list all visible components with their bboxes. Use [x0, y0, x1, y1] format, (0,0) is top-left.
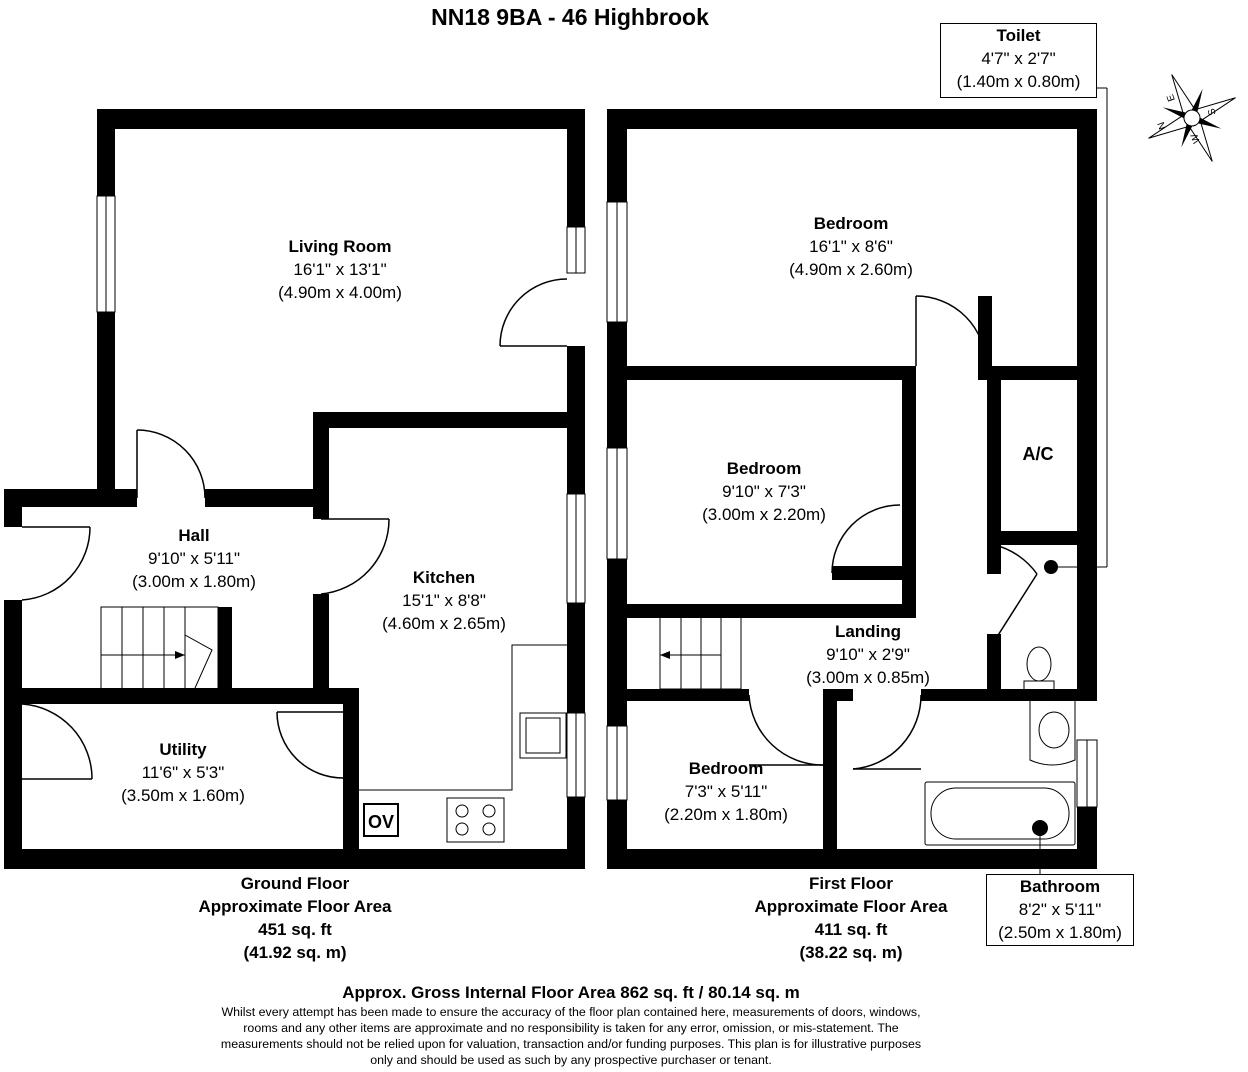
ground-floor-walls: [4, 109, 585, 869]
bedroom-1-dim-metric: (4.90m x 2.60m): [789, 260, 913, 279]
first-floor-title: First Floor: [808, 874, 894, 893]
toilet-callout: Toilet 4'7" x 2'7" (1.40m x 0.80m): [940, 23, 1097, 98]
kitchen-fittings: [359, 644, 567, 843]
landing-dim-metric: (3.00m x 0.85m): [806, 668, 930, 687]
landing-dim-imperial: 9'10" x 2'9": [826, 645, 910, 664]
bedroom-2-label: Bedroom 9'10" x 7'3" (3.00m x 2.20m): [664, 457, 864, 526]
hall-name: Hall: [178, 526, 210, 545]
ground-floor-subtitle: Approximate Floor Area: [198, 897, 392, 916]
bathroom-dim-imperial: 8'2" x 5'11": [1018, 900, 1102, 919]
living-room-dim-imperial: 16'1" x 13'1": [293, 260, 387, 279]
living-room-label: Living Room 16'1" x 13'1" (4.90m x 4.00m…: [240, 235, 440, 304]
compass-rose: [1148, 74, 1236, 162]
ground-floor-area: Ground Floor Approximate Floor Area 451 …: [145, 872, 445, 964]
kitchen-label: Kitchen 15'1" x 8'8" (4.60m x 2.65m): [344, 566, 544, 635]
bedroom-1-name: Bedroom: [813, 214, 889, 233]
disclaimer: Whilst every attempt has been made to en…: [0, 1004, 1142, 1068]
stairs: [100, 606, 742, 690]
bathroom-dim-metric: (2.50m x 1.80m): [998, 923, 1122, 942]
bedroom-1-dim-imperial: 16'1" x 8'6": [809, 237, 893, 256]
first-floor-area: First Floor Approximate Floor Area 411 s…: [701, 872, 1001, 964]
bedroom-2-dim-imperial: 9'10" x 7'3": [722, 482, 806, 501]
kitchen-dim-metric: (4.60m x 2.65m): [382, 614, 506, 633]
utility-dim-metric: (3.50m x 1.60m): [121, 786, 245, 805]
bedroom-3-dim-metric: (2.20m x 1.80m): [664, 805, 788, 824]
bedroom-2-name: Bedroom: [726, 459, 802, 478]
hall-dim-metric: (3.00m x 1.80m): [132, 572, 256, 591]
oven-label: OV: [363, 803, 399, 837]
bedroom-1-label: Bedroom 16'1" x 8'6" (4.90m x 2.60m): [751, 212, 951, 281]
utility-name: Utility: [159, 740, 207, 759]
bathroom-callout: Bathroom 8'2" x 5'11" (2.50m x 1.80m): [986, 874, 1134, 946]
gross-internal-area: Approx. Gross Internal Floor Area 862 sq…: [342, 983, 800, 1002]
stair-arrows: [175, 651, 670, 659]
bathroom-name: Bathroom: [1019, 877, 1101, 896]
disclaimer-line: measurements should not be relied upon f…: [220, 1037, 922, 1051]
callout-lines: [1039, 87, 1108, 874]
ground-floor-title: Ground Floor: [240, 874, 350, 893]
kitchen-dim-imperial: 15'1" x 8'8": [402, 591, 486, 610]
toilet-dim-imperial: 4'7" x 2'7": [981, 49, 1056, 68]
ground-floor-sqft: 451 sq. ft: [258, 920, 332, 939]
toilet-dim-metric: (1.40m x 0.80m): [956, 72, 1081, 91]
utility-label: Utility 11'6" x 5'3" (3.50m x 1.60m): [83, 738, 283, 807]
bathroom-fittings: [924, 646, 1076, 846]
first-floor-walls: [607, 109, 1097, 869]
toilet-name: Toilet: [996, 26, 1041, 45]
living-room-name: Living Room: [288, 237, 392, 256]
airing-cupboard-label: A/C: [1022, 444, 1054, 464]
first-floor-sqft: 411 sq. ft: [814, 920, 888, 939]
bedroom-3-label: Bedroom 7'3" x 5'11" (2.20m x 1.80m): [626, 757, 826, 826]
bedroom-3-name: Bedroom: [688, 759, 764, 778]
plan-title: NN18 9BA - 46 Highbrook: [431, 4, 709, 30]
ground-floor-sqm: (41.92 sq. m): [243, 943, 347, 962]
landing-label: Landing 9'10" x 2'9" (3.00m x 0.85m): [768, 620, 968, 689]
bedroom-3-dim-imperial: 7'3" x 5'11": [684, 782, 768, 801]
landing-name: Landing: [834, 622, 902, 641]
disclaimer-line: Whilst every attempt has been made to en…: [221, 1005, 921, 1019]
hall-label: Hall 9'10" x 5'11" (3.00m x 1.80m): [94, 524, 294, 593]
disclaimer-line: only and should be used as such by any p…: [370, 1053, 772, 1067]
windows: [96, 195, 1098, 808]
bedroom-2-dim-metric: (3.00m x 2.20m): [702, 505, 826, 524]
disclaimer-line: rooms and any other items are approximat…: [243, 1021, 899, 1035]
utility-dim-imperial: 11'6" x 5'3": [141, 763, 225, 782]
hall-dim-imperial: 9'10" x 5'11": [148, 549, 240, 568]
first-floor-subtitle: Approximate Floor Area: [754, 897, 948, 916]
living-room-dim-metric: (4.90m x 4.00m): [278, 283, 402, 302]
first-floor-sqm: (38.22 sq. m): [799, 943, 903, 962]
kitchen-name: Kitchen: [412, 568, 476, 587]
doors: [21, 278, 1038, 780]
